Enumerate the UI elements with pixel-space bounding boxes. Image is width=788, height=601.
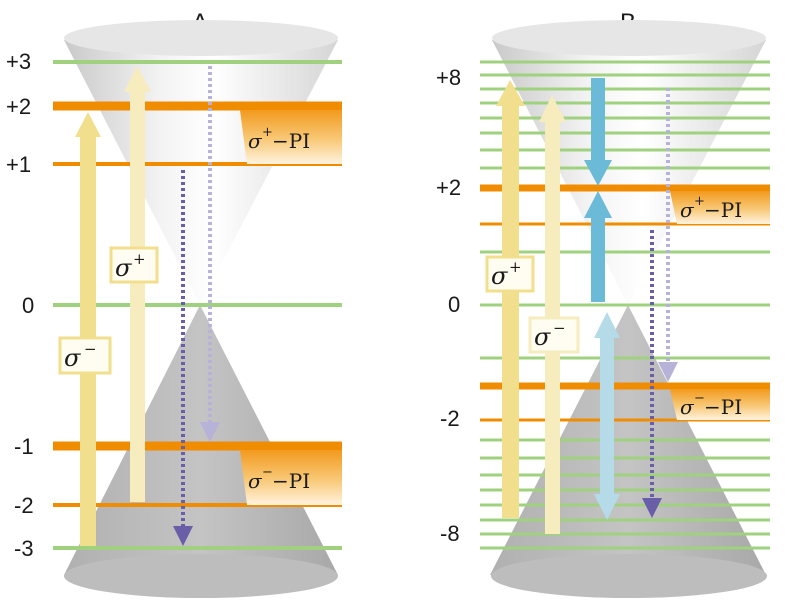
- sigma-plus-arrow-a-head: [124, 66, 151, 92]
- sigma-symbol: σ: [491, 262, 508, 290]
- blue-double-arrow-shaft: [600, 335, 614, 495]
- pi-plus-box-a: σ + −PI: [240, 110, 342, 164]
- sigma-superscript: +: [133, 250, 146, 268]
- level-label: 0: [22, 293, 34, 318]
- level-label: 0: [448, 292, 460, 317]
- level-label: -1: [14, 434, 34, 459]
- panel-b: B: [436, 9, 770, 598]
- level-label: +2: [436, 175, 461, 200]
- decay-arrow-b-dark-head: [642, 498, 662, 518]
- pi-sigma-symbol: σ: [248, 129, 263, 153]
- blue-double-arrow-up-head: [594, 312, 620, 338]
- decay-arrow-a-dark-head: [173, 526, 193, 546]
- pi-sigma-symbol: σ: [680, 198, 695, 222]
- sigma-symbol: σ: [115, 254, 132, 282]
- decay-arrow-a-light-head: [200, 422, 220, 442]
- blue-up-arrow-shaft: [591, 214, 605, 302]
- sigma-plus-box-a: σ +: [109, 246, 159, 284]
- sigma-minus-box-b: σ −: [528, 316, 580, 354]
- pi-superscript: −: [694, 391, 705, 406]
- blue-down-arrow-head: [584, 160, 612, 186]
- pi-label: −PI: [704, 198, 742, 222]
- sigma-symbol: σ: [64, 344, 81, 372]
- level-label: +8: [436, 65, 461, 90]
- upper-cone-a-cap: [64, 20, 338, 56]
- sigma-plus-arrow-a-shaft: [130, 90, 145, 502]
- blue-double-arrow-down-head: [594, 494, 620, 520]
- sigma-minus-box-a: σ −: [58, 336, 112, 375]
- blue-arrows-b: [584, 78, 620, 520]
- blue-up-arrow-head: [584, 191, 612, 218]
- lower-cone-a: [64, 305, 338, 575]
- sigma-plus-box-b: σ +: [485, 255, 535, 293]
- sigma-superscript: +: [509, 258, 522, 276]
- decay-arrows-a: [173, 66, 220, 546]
- lower-cone-a-base: [64, 554, 338, 598]
- sigma-plus-arrow-b-shaft: [502, 104, 519, 518]
- level-label: -3: [14, 536, 34, 561]
- pi-label: −PI: [704, 395, 742, 419]
- level-label: -8: [440, 521, 460, 546]
- pi-minus-box-b: σ − −PI: [670, 389, 770, 420]
- pi-superscript: +: [262, 125, 273, 140]
- decay-arrow-b-light-head: [658, 362, 678, 382]
- pi-sigma-symbol: σ: [248, 469, 263, 493]
- upper-cone-b: [492, 40, 766, 305]
- dirac-cone-b: [490, 20, 767, 598]
- panel-a: A +3 +2 +1 0 -1 -2 -3: [6, 9, 342, 598]
- decay-arrows-b: [642, 88, 678, 518]
- yellow-arrows-b: [496, 80, 566, 534]
- level-label: -2: [14, 493, 34, 518]
- sigma-minus-arrow-b-head: [539, 95, 566, 122]
- pi-sigma-symbol: σ: [680, 395, 695, 419]
- blue-down-arrow-shaft: [591, 78, 605, 164]
- sigma-superscript: −: [84, 340, 97, 358]
- pi-minus-box-a: σ − −PI: [240, 450, 342, 505]
- lower-cone-b-base: [491, 554, 767, 598]
- sigma-superscript: −: [553, 319, 566, 337]
- sigma-plus-arrow-b-head: [496, 80, 525, 106]
- sigma-minus-arrow-a-head: [75, 112, 101, 137]
- upper-cone-b-cap: [492, 20, 766, 56]
- pi-superscript: +: [694, 194, 705, 209]
- pi-superscript: −: [262, 465, 273, 480]
- level-labels-b: +8 +2 0 -2 -8: [436, 65, 461, 546]
- level-label: +3: [6, 49, 31, 74]
- sigma-symbol: σ: [534, 323, 551, 351]
- pi-label: −PI: [272, 469, 310, 493]
- level-label: -2: [440, 406, 460, 431]
- pi-plus-box-b: σ + −PI: [670, 191, 770, 224]
- level-label: +1: [6, 152, 31, 177]
- level-labels-a: +3 +2 +1 0 -1 -2 -3: [6, 49, 34, 561]
- pi-label: −PI: [272, 129, 310, 153]
- level-label: +2: [6, 94, 31, 119]
- yellow-arrows-a: [75, 66, 151, 546]
- upper-cone-a: [64, 40, 338, 305]
